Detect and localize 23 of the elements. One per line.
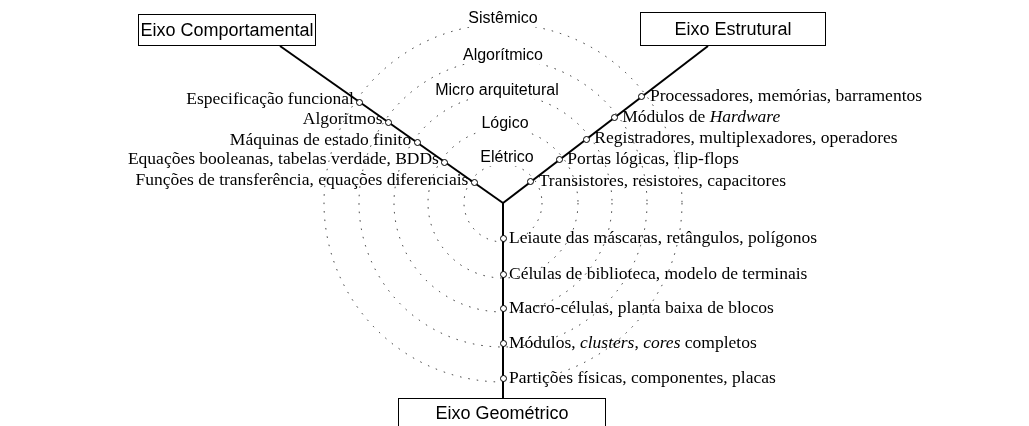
level-description: Partições físicas, componentes, placas <box>509 367 776 387</box>
level-description: Algoritmos <box>302 108 383 129</box>
level-description: Células de biblioteca, modelo de terminais <box>509 263 808 283</box>
level-label: Elétrico <box>478 148 536 166</box>
level-description: Registradores, multiplexadores, operadores <box>594 127 898 148</box>
level-description: Macro-células, planta baixa de blocos <box>509 297 774 317</box>
level-description: Processadores, memórias, barramentos <box>649 84 923 105</box>
level-description: Módulos de Hardware <box>622 105 781 126</box>
level-label: Sistêmico <box>466 9 540 27</box>
level-label: Algorítmico <box>461 46 545 64</box>
level-description: Módulos, clusters, cores completos <box>509 332 757 352</box>
level-description: Funções de transferência, equações diferenciais <box>135 168 469 189</box>
level-description: Transistores, resistores, capacitores <box>538 169 786 190</box>
level-description: Especificação funcional <box>186 88 354 109</box>
level-description: Leiaute das máscaras, retângulos, polígonos <box>509 227 818 247</box>
axis-title-box: Eixo Geométrico <box>398 398 606 426</box>
level-label: Lógico <box>479 114 531 132</box>
level-label: Micro arquitetural <box>433 81 561 99</box>
level-description: Máquinas de estado finito <box>229 128 412 149</box>
axis-title-box: Eixo Comportamental <box>138 14 316 46</box>
level-description: Equações booleanas, tabelas verdade, BDDs <box>127 148 439 169</box>
level-description: Portas lógicas, flip-flops <box>567 147 739 168</box>
axis-title-box: Eixo Estrutural <box>640 12 826 46</box>
